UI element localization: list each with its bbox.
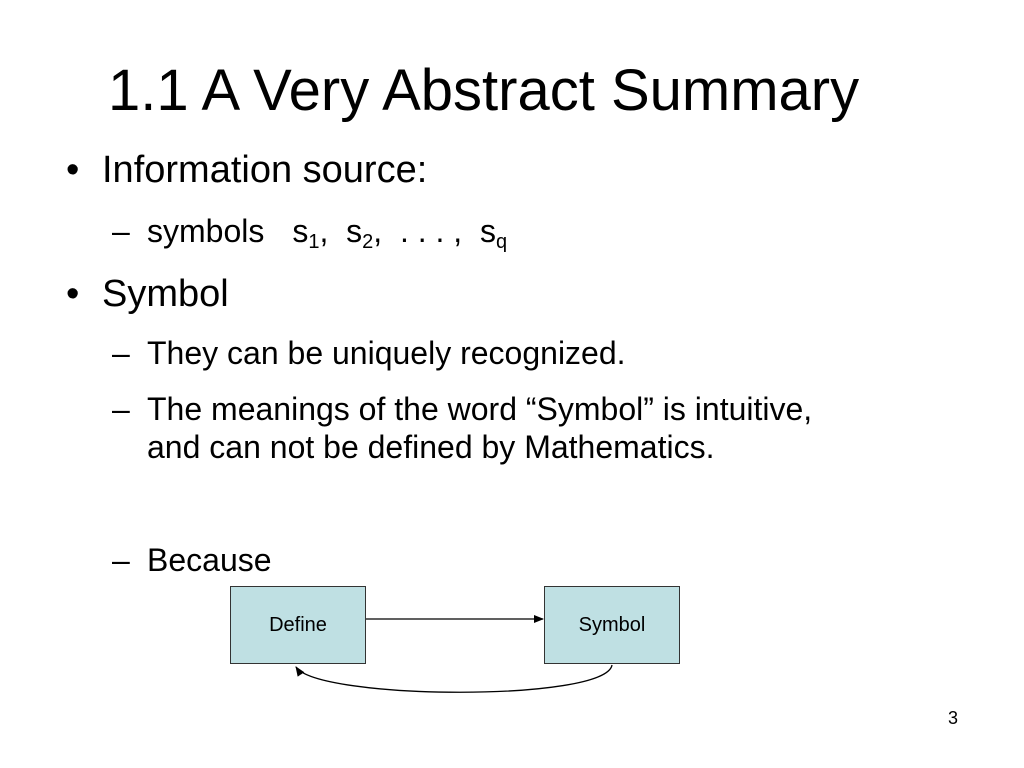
ellipsis: , . . . , [373, 213, 480, 249]
bullet-information-source: • Information source: [66, 148, 427, 194]
sub-bullet-text: The meanings of the word “Symbol” is int… [147, 391, 813, 466]
symbol-box: Symbol [544, 586, 680, 664]
dash-mark: – [112, 213, 130, 249]
sub-bullet-text: Because [147, 542, 272, 578]
symbol-s2: s2 [346, 213, 374, 253]
dash-mark: – [112, 542, 130, 578]
symbol-sq: sq [479, 213, 508, 253]
bullet-text: Information source: [102, 149, 428, 191]
bullet-mark: • [66, 149, 80, 191]
symbol-s1: s1 [292, 213, 320, 253]
dash-mark: – [112, 391, 130, 427]
dash-mark: – [112, 335, 130, 371]
sub-bullet-text: They can be uniquely recognized. [147, 335, 626, 371]
sub-bullet-uniquely-recognized: – They can be uniquely recognized. [112, 334, 832, 372]
page-number: 3 [948, 708, 959, 728]
symbols-label: symbols [147, 213, 265, 249]
define-box: Define [230, 586, 366, 664]
bullet-symbol: • Symbol [66, 272, 229, 318]
slide-title: 1.1 A Very Abstract Summary [108, 58, 860, 123]
bullet-text: Symbol [102, 273, 229, 315]
sub-bullet-because: – Because [112, 541, 832, 579]
sub-bullet-meanings: – The meanings of the word “Symbol” is i… [112, 390, 832, 467]
symbol-to-define-curved-arrow [295, 664, 613, 693]
bullet-mark: • [66, 273, 80, 315]
